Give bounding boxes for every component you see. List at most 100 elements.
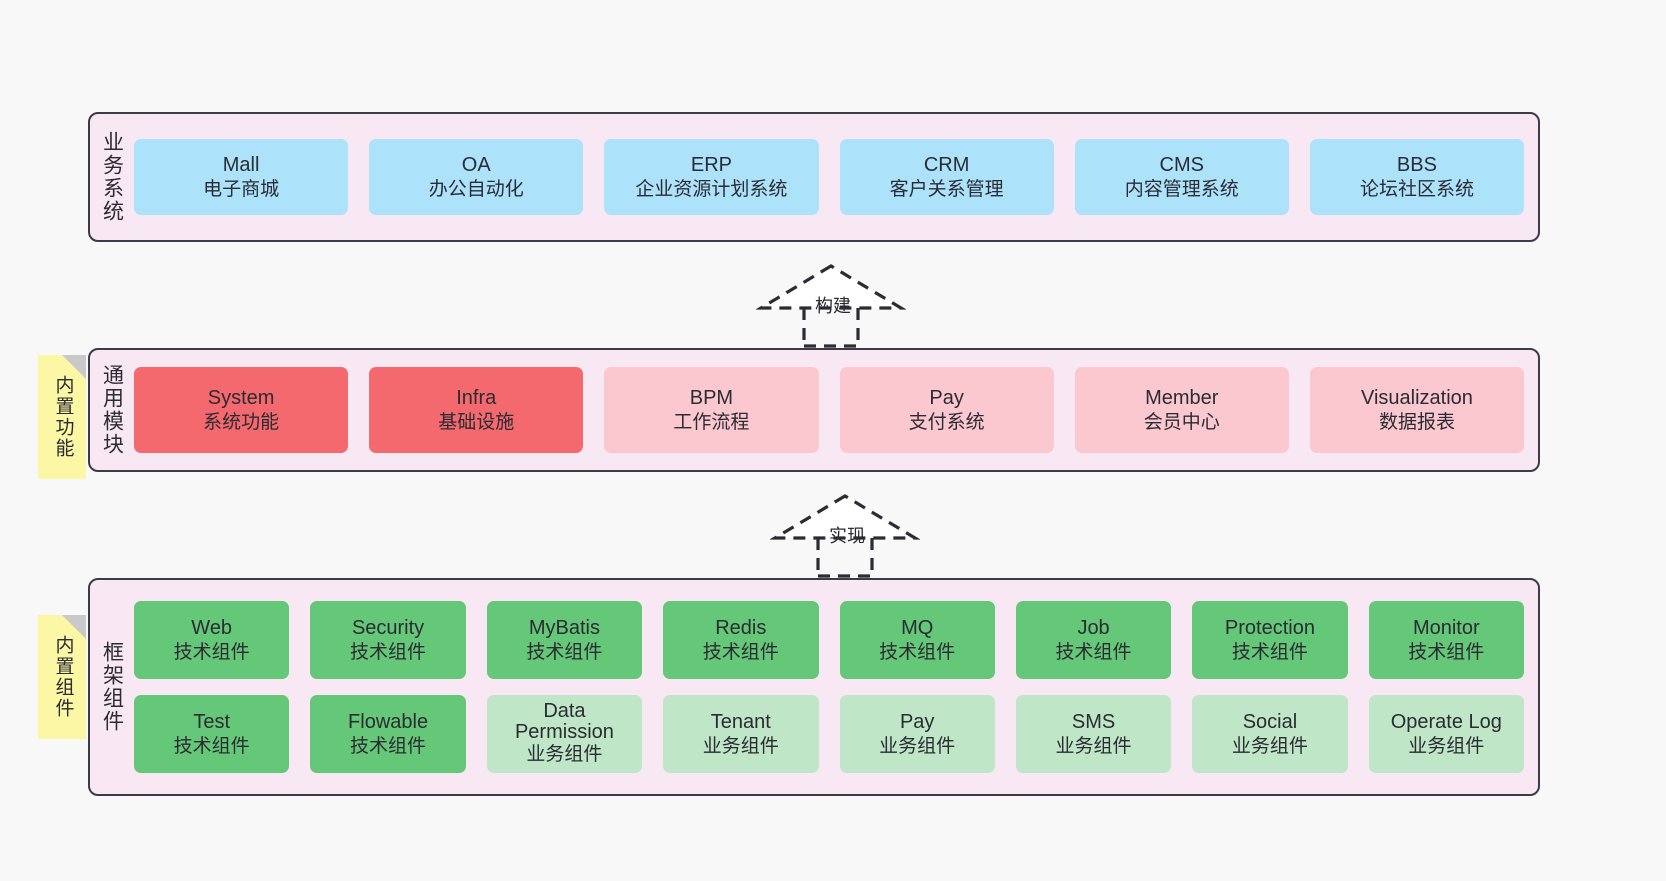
card-row: System 系统功能 Infra 基础设施 BPM 工作流程 Pay 支付系统… <box>134 367 1525 453</box>
layer-title-framework-component: 框架组件 <box>100 641 124 733</box>
card-cms[interactable]: CMS 内容管理系统 <box>1074 139 1289 215</box>
connector-build-label: 构建 <box>815 296 851 316</box>
layer-title-common-module: 通用模块 <box>100 364 124 456</box>
note-label: 内置功能 <box>52 375 74 459</box>
card-subtitle: 技术组件 <box>526 641 603 663</box>
card-protection[interactable]: Protection 技术组件 <box>1192 601 1348 679</box>
card-job[interactable]: Job 技术组件 <box>1015 601 1172 679</box>
card-title: Pay <box>929 387 964 410</box>
card-redis[interactable]: Redis 技术组件 <box>663 601 819 679</box>
card-subtitle: 技术组件 <box>350 641 427 663</box>
card-title: BPM <box>689 387 734 410</box>
note-fold-icon <box>62 615 86 639</box>
card-title: Protection <box>1224 617 1315 640</box>
card-flowable[interactable]: Flowable 技术组件 <box>310 695 466 773</box>
note-fold-icon <box>62 355 86 379</box>
card-title: Mall <box>222 154 260 177</box>
card-subtitle: 业务组件 <box>526 744 603 766</box>
card-title: Web <box>191 617 233 640</box>
card-operate-log[interactable]: Operate Log 业务组件 <box>1368 695 1524 773</box>
card-bpm[interactable]: BPM 工作流程 <box>604 367 819 453</box>
card-title: Data Permission <box>514 700 614 744</box>
card-title: Security <box>351 617 425 640</box>
note-label: 内置组件 <box>52 635 74 719</box>
card-title: Tenant <box>710 711 771 734</box>
card-title: Visualization <box>1360 387 1473 410</box>
card-title: MyBatis <box>528 617 600 640</box>
card-title: Test <box>193 711 231 734</box>
card-pay-module[interactable]: Pay 支付系统 <box>839 367 1054 453</box>
card-bbs[interactable]: BBS 论坛社区系统 <box>1309 139 1525 215</box>
card-title: MQ <box>901 617 934 640</box>
card-title: CRM <box>923 154 970 177</box>
card-subtitle: 企业资源计划系统 <box>635 178 788 200</box>
card-subtitle: 技术组件 <box>1408 641 1485 663</box>
card-title: Monitor <box>1412 617 1480 640</box>
layer-business-system: 业务系统 Mall 电子商城 OA 办公自动化 ERP 企业资源计划系统 CRM… <box>88 112 1540 242</box>
card-mq[interactable]: MQ 技术组件 <box>839 601 995 679</box>
card-subtitle: 支付系统 <box>908 411 985 433</box>
card-title: Social <box>1242 711 1298 734</box>
card-subtitle: 技术组件 <box>1231 641 1308 663</box>
card-row: Web 技术组件 Security 技术组件 MyBatis 技术组件 Redi… <box>134 601 1524 679</box>
card-subtitle: 基础设施 <box>438 411 515 433</box>
card-oa[interactable]: OA 办公自动化 <box>369 139 584 215</box>
card-subtitle: 技术组件 <box>173 735 250 757</box>
layer-body-common-module: System 系统功能 Infra 基础设施 BPM 工作流程 Pay 支付系统… <box>134 350 1538 470</box>
card-erp[interactable]: ERP 企业资源计划系统 <box>604 139 819 215</box>
card-sms[interactable]: SMS 业务组件 <box>1015 695 1172 773</box>
card-system[interactable]: System 系统功能 <box>134 367 349 453</box>
connector-implement-label: 实现 <box>829 526 865 546</box>
card-title: Flowable <box>348 711 429 734</box>
card-title: ERP <box>690 154 732 177</box>
card-social[interactable]: Social 业务组件 <box>1192 695 1348 773</box>
card-subtitle: 业务组件 <box>702 735 779 757</box>
card-mall[interactable]: Mall 电子商城 <box>134 139 349 215</box>
card-title: System <box>207 387 275 410</box>
card-subtitle: 会员中心 <box>1143 411 1220 433</box>
card-subtitle: 技术组件 <box>350 735 427 757</box>
card-subtitle: 技术组件 <box>879 641 956 663</box>
card-subtitle: 论坛社区系统 <box>1359 178 1474 200</box>
layer-body-framework-component: Web 技术组件 Security 技术组件 MyBatis 技术组件 Redi… <box>134 580 1538 794</box>
card-infra[interactable]: Infra 基础设施 <box>369 367 584 453</box>
card-security[interactable]: Security 技术组件 <box>310 601 466 679</box>
card-title: OA <box>461 154 491 177</box>
connector-build-shape <box>756 264 906 348</box>
layer-title-business-system: 业务系统 <box>100 131 124 223</box>
card-crm[interactable]: CRM 客户关系管理 <box>839 139 1054 215</box>
card-subtitle: 电子商城 <box>203 178 280 200</box>
card-member[interactable]: Member 会员中心 <box>1074 367 1289 453</box>
card-visualization[interactable]: Visualization 数据报表 <box>1309 367 1525 453</box>
card-title: Infra <box>456 387 497 410</box>
card-pay-component[interactable]: Pay 业务组件 <box>839 695 995 773</box>
layer-framework-component: 框架组件 Web 技术组件 Security 技术组件 MyBatis 技术组件… <box>88 578 1540 796</box>
card-subtitle: 办公自动化 <box>428 178 524 200</box>
card-row: Mall 电子商城 OA 办公自动化 ERP 企业资源计划系统 CRM 客户关系… <box>134 139 1525 215</box>
card-web[interactable]: Web 技术组件 <box>134 601 290 679</box>
card-tenant[interactable]: Tenant 业务组件 <box>663 695 819 773</box>
card-mybatis[interactable]: MyBatis 技术组件 <box>486 601 643 679</box>
card-subtitle: 业务组件 <box>1231 735 1308 757</box>
card-title: SMS <box>1071 711 1116 734</box>
card-subtitle: 业务组件 <box>879 735 956 757</box>
card-title: BBS <box>1396 154 1437 177</box>
card-title: Member <box>1145 387 1219 410</box>
connector-build: 构建 <box>756 260 906 348</box>
card-row: Test 技术组件 Flowable 技术组件 Data Permission … <box>134 695 1524 773</box>
card-subtitle: 客户关系管理 <box>889 178 1004 200</box>
card-subtitle: 数据报表 <box>1378 411 1455 433</box>
connector-implement: 实现 <box>770 490 920 578</box>
card-title: Job <box>1077 617 1110 640</box>
card-subtitle: 技术组件 <box>1055 641 1132 663</box>
card-monitor[interactable]: Monitor 技术组件 <box>1368 601 1524 679</box>
layer-body-business-system: Mall 电子商城 OA 办公自动化 ERP 企业资源计划系统 CRM 客户关系… <box>134 114 1538 240</box>
card-subtitle: 业务组件 <box>1408 735 1485 757</box>
card-subtitle: 工作流程 <box>673 411 750 433</box>
card-subtitle: 技术组件 <box>702 641 779 663</box>
note-builtin-function: 内置功能 <box>38 355 86 479</box>
card-subtitle: 业务组件 <box>1055 735 1132 757</box>
card-data-permission[interactable]: Data Permission 业务组件 <box>486 695 643 773</box>
card-test[interactable]: Test 技术组件 <box>134 695 290 773</box>
